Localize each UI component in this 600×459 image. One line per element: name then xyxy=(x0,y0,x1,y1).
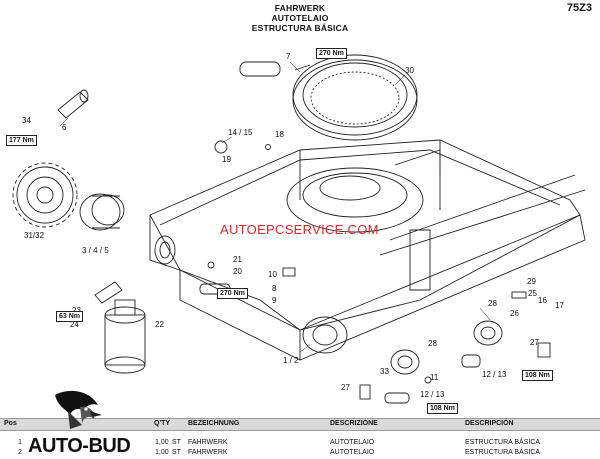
small-parts xyxy=(199,140,551,404)
table-header: Pos Q'TY BEZEICHNUNG DESCRIZIONE DESCRIP… xyxy=(0,418,600,431)
row-qty: 1,00 xyxy=(155,439,169,446)
callout-28-mid: 28 xyxy=(428,339,437,348)
torque-270nm-top: 270 Nm xyxy=(316,48,347,59)
row-it: AUTOTELAIO xyxy=(330,449,375,456)
callout-21: 21 xyxy=(233,255,242,264)
col-descripcion: DESCRIPCIÓN xyxy=(465,420,514,427)
torque-63nm: 63 Nm xyxy=(56,311,84,322)
callout-11: 11 xyxy=(430,373,439,382)
table-row: 1 1,00 ST FAHRWERK AUTOTELAIO ESTRUCTURA… xyxy=(0,439,600,449)
cartridge-top xyxy=(239,61,311,77)
callout-31-32: 31/32 xyxy=(24,231,45,240)
callout-23: 23 xyxy=(72,306,81,315)
row-pos: 2 xyxy=(18,449,22,456)
col-bezeichnung: BEZEICHNUNG xyxy=(188,420,240,427)
row-es: ESTRUCTURA BÁSICA xyxy=(465,439,541,446)
row-bez: FAHRWERK xyxy=(188,449,228,456)
slewing-ring xyxy=(292,54,418,141)
row-it: AUTOTELAIO xyxy=(330,439,375,446)
parts-table: Pos Q'TY BEZEICHNUNG DESCRIZIONE DESCRIP… xyxy=(0,418,600,457)
callout-33: 33 xyxy=(380,367,389,376)
callout-12-13-bottom: 12 / 13 xyxy=(420,390,445,399)
callout-26: 26 xyxy=(510,309,519,318)
callout-6: 6 xyxy=(62,123,67,132)
callout-14-15: 14 / 15 xyxy=(228,128,253,137)
sprocket xyxy=(12,162,78,228)
callout-27-left: 27 xyxy=(341,383,350,392)
brand-logo-text: AUTO-BUD xyxy=(28,435,131,457)
callout-17: 17 xyxy=(555,301,564,310)
col-pos: Pos xyxy=(4,420,17,427)
title-spanish: ESTRUCTURA BÁSICA xyxy=(251,23,349,33)
torque-108nm-bottom: 108 Nm xyxy=(427,403,458,414)
torque-177nm: 177 Nm xyxy=(6,135,37,146)
callout-29: 29 xyxy=(527,277,536,286)
eagle-logo-icon xyxy=(55,390,102,429)
travel-motor xyxy=(79,193,125,231)
callout-7: 7 xyxy=(286,52,291,61)
cartridge-left xyxy=(94,281,123,304)
callout-20: 20 xyxy=(233,267,242,276)
callout-22: 22 xyxy=(155,320,164,329)
callout-9: 9 xyxy=(272,296,277,305)
callout-16: 16 xyxy=(538,296,547,305)
col-descrizione: DESCRIZIONE xyxy=(330,420,378,427)
callout-25: 25 xyxy=(528,289,537,298)
row-bez: FAHRWERK xyxy=(188,439,228,446)
callout-18: 18 xyxy=(275,130,284,139)
callout-19: 19 xyxy=(222,155,231,164)
title-italian: AUTOTELAIO xyxy=(271,13,329,23)
idler-bottom xyxy=(390,349,420,375)
title-german: FAHRWERK xyxy=(274,3,326,13)
table-row: 2 1,00 ST FAHRWERK AUTOTELAIO ESTRUCTURA… xyxy=(0,449,600,459)
exploded-drawing xyxy=(12,54,586,404)
row-es: ESTRUCTURA BÁSICA xyxy=(465,449,541,456)
frame-body xyxy=(149,139,586,361)
watermark-text: AUTOEPCSERVICE.COM xyxy=(220,222,379,237)
callout-30: 30 xyxy=(405,66,414,75)
leader-lines xyxy=(59,61,491,353)
page-header: FAHRWERK AUTOTELAIO ESTRUCTURA BÁSICA 75… xyxy=(0,0,600,40)
callout-10: 10 xyxy=(268,270,277,279)
rotary-joint xyxy=(104,299,146,374)
callout-3-4-5: 3 / 4 / 5 xyxy=(82,246,109,255)
grease-cylinder xyxy=(57,89,89,119)
torque-108nm-right: 108 Nm xyxy=(522,370,553,381)
row-pos: 1 xyxy=(18,439,22,446)
row-unit: ST xyxy=(172,439,181,446)
torque-270nm-left: 270 Nm xyxy=(217,288,248,299)
callout-34: 34 xyxy=(22,116,31,125)
col-qty: Q'TY xyxy=(154,420,171,427)
callout-28-right: 28 xyxy=(488,299,497,308)
row-qty: 1,00 xyxy=(155,449,169,456)
diagram-code: 75Z3 xyxy=(566,2,592,14)
callout-12-13-right: 12 / 13 xyxy=(482,370,507,379)
callout-1-2: 1 / 2 xyxy=(283,356,299,365)
callout-24: 24 xyxy=(70,320,79,329)
row-unit: ST xyxy=(172,449,181,456)
callout-8: 8 xyxy=(272,284,277,293)
idler-tensioner xyxy=(473,320,503,346)
callout-27-right: 27 xyxy=(530,338,539,347)
